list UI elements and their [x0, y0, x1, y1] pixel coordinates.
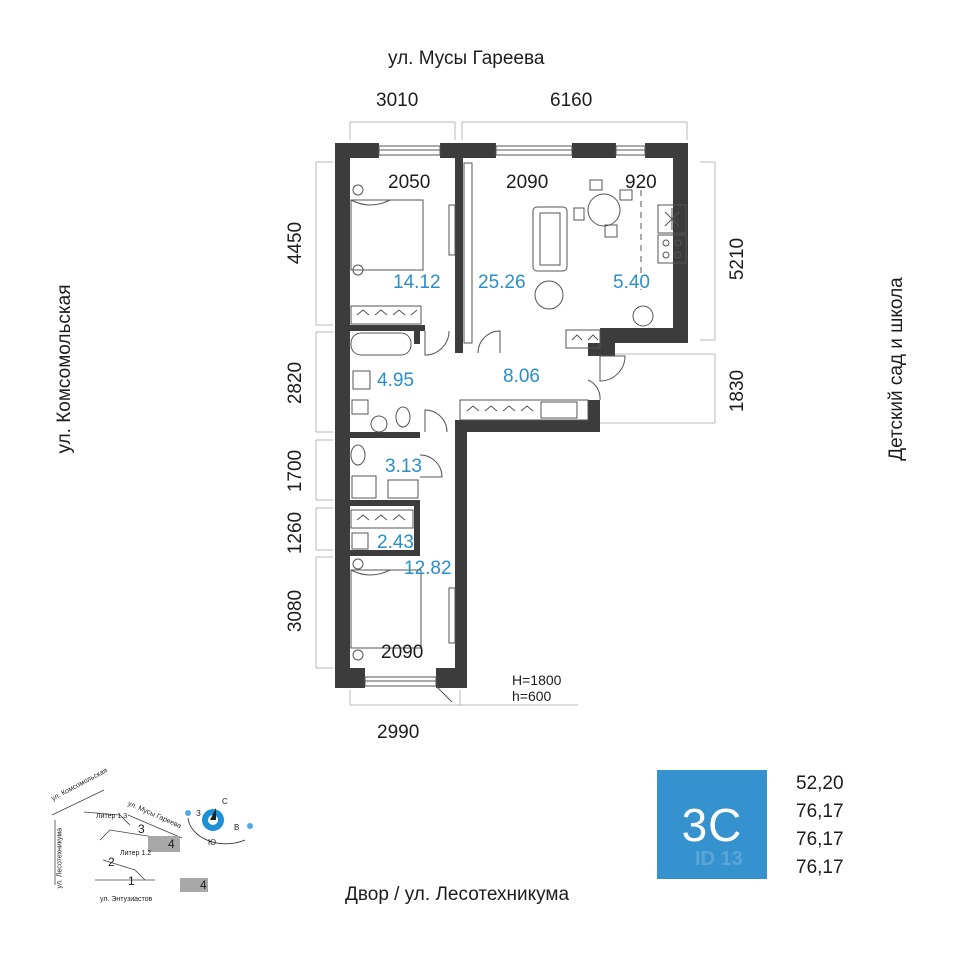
- dim-window-kitchen: 920: [625, 172, 657, 193]
- furniture: [350, 162, 687, 661]
- height-note: H=1800 h=600: [512, 672, 561, 704]
- total-1: 52,20: [796, 773, 844, 794]
- sitemap-street-lesotekhnikuma: ул. Лесотехникума: [56, 827, 64, 889]
- dim-right-2: 1830: [727, 369, 748, 413]
- sitemap-n4: 4: [168, 837, 175, 851]
- dimension-lines: [315, 121, 716, 706]
- apartment-type-code: 3С: [681, 799, 743, 851]
- sitemap-legend-num: 4: [200, 878, 207, 892]
- area-totals: 52,20 76,17 76,17 76,17: [796, 770, 844, 882]
- doors: [419, 330, 626, 478]
- area-hall: 8.06: [503, 366, 540, 387]
- height-note-line2: h=600: [512, 688, 552, 704]
- area-living: 25.26: [478, 272, 526, 293]
- area-wc: 3.13: [385, 456, 422, 477]
- walls: [335, 143, 688, 688]
- sitemap-street-entuziastov: ул. Энтузиастов: [100, 896, 153, 903]
- dim-top-right: 6160: [550, 90, 593, 111]
- area-bath: 4.95: [377, 370, 414, 391]
- compass-n-label: С: [222, 797, 228, 806]
- dim-left-5: 3080: [285, 589, 306, 633]
- dim-right-1: 5210: [727, 237, 748, 281]
- sitemap-n1: 1: [128, 874, 135, 888]
- area-bedroom2: 12.82: [404, 558, 452, 579]
- sitemap-n3: 3: [138, 822, 145, 836]
- site-legend-swatch: [180, 878, 208, 892]
- apartment-type-badge: 3С ID 13: [657, 770, 767, 879]
- compass-icon: [185, 808, 253, 845]
- sitemap-n2: 2: [108, 855, 115, 869]
- total-2: 76,17: [796, 801, 844, 822]
- dim-left-3: 1700: [285, 449, 306, 493]
- sitemap-liter-13: Литер 1.3: [96, 813, 128, 820]
- height-note-line1: H=1800: [512, 672, 562, 688]
- site-current-building: [148, 836, 180, 852]
- dim-left-4: 1260: [285, 511, 306, 555]
- dim-bottom: 2990: [377, 722, 420, 743]
- dim-left-2: 2820: [285, 361, 306, 405]
- total-3: 76,17: [796, 829, 844, 850]
- sitemap-liter-12: Литер 1.2: [120, 850, 152, 857]
- badge-watermark: ID 13: [695, 848, 743, 870]
- area-storage: 2.43: [377, 532, 414, 553]
- area-bedroom1: 14.12: [393, 272, 441, 293]
- compass-w-label: З: [196, 809, 201, 818]
- site-map: [51, 789, 183, 885]
- compass-e-label: В: [234, 823, 240, 832]
- dim-window-bed1: 2050: [388, 172, 431, 193]
- dim-window-living: 2090: [506, 172, 549, 193]
- dim-left-1: 4450: [285, 221, 306, 265]
- dim-top-left: 3010: [376, 90, 419, 111]
- compass-s-label: Ю: [208, 838, 217, 847]
- street-bottom-label: Двор / ул. Лесотехникума: [345, 884, 570, 905]
- total-4: 76,17: [796, 857, 844, 878]
- area-kitchen: 5.40: [613, 272, 650, 293]
- windows: [364, 145, 646, 703]
- dim-window-bed2: 2090: [381, 642, 424, 663]
- street-top-label: ул. Мусы Гареева: [388, 48, 545, 69]
